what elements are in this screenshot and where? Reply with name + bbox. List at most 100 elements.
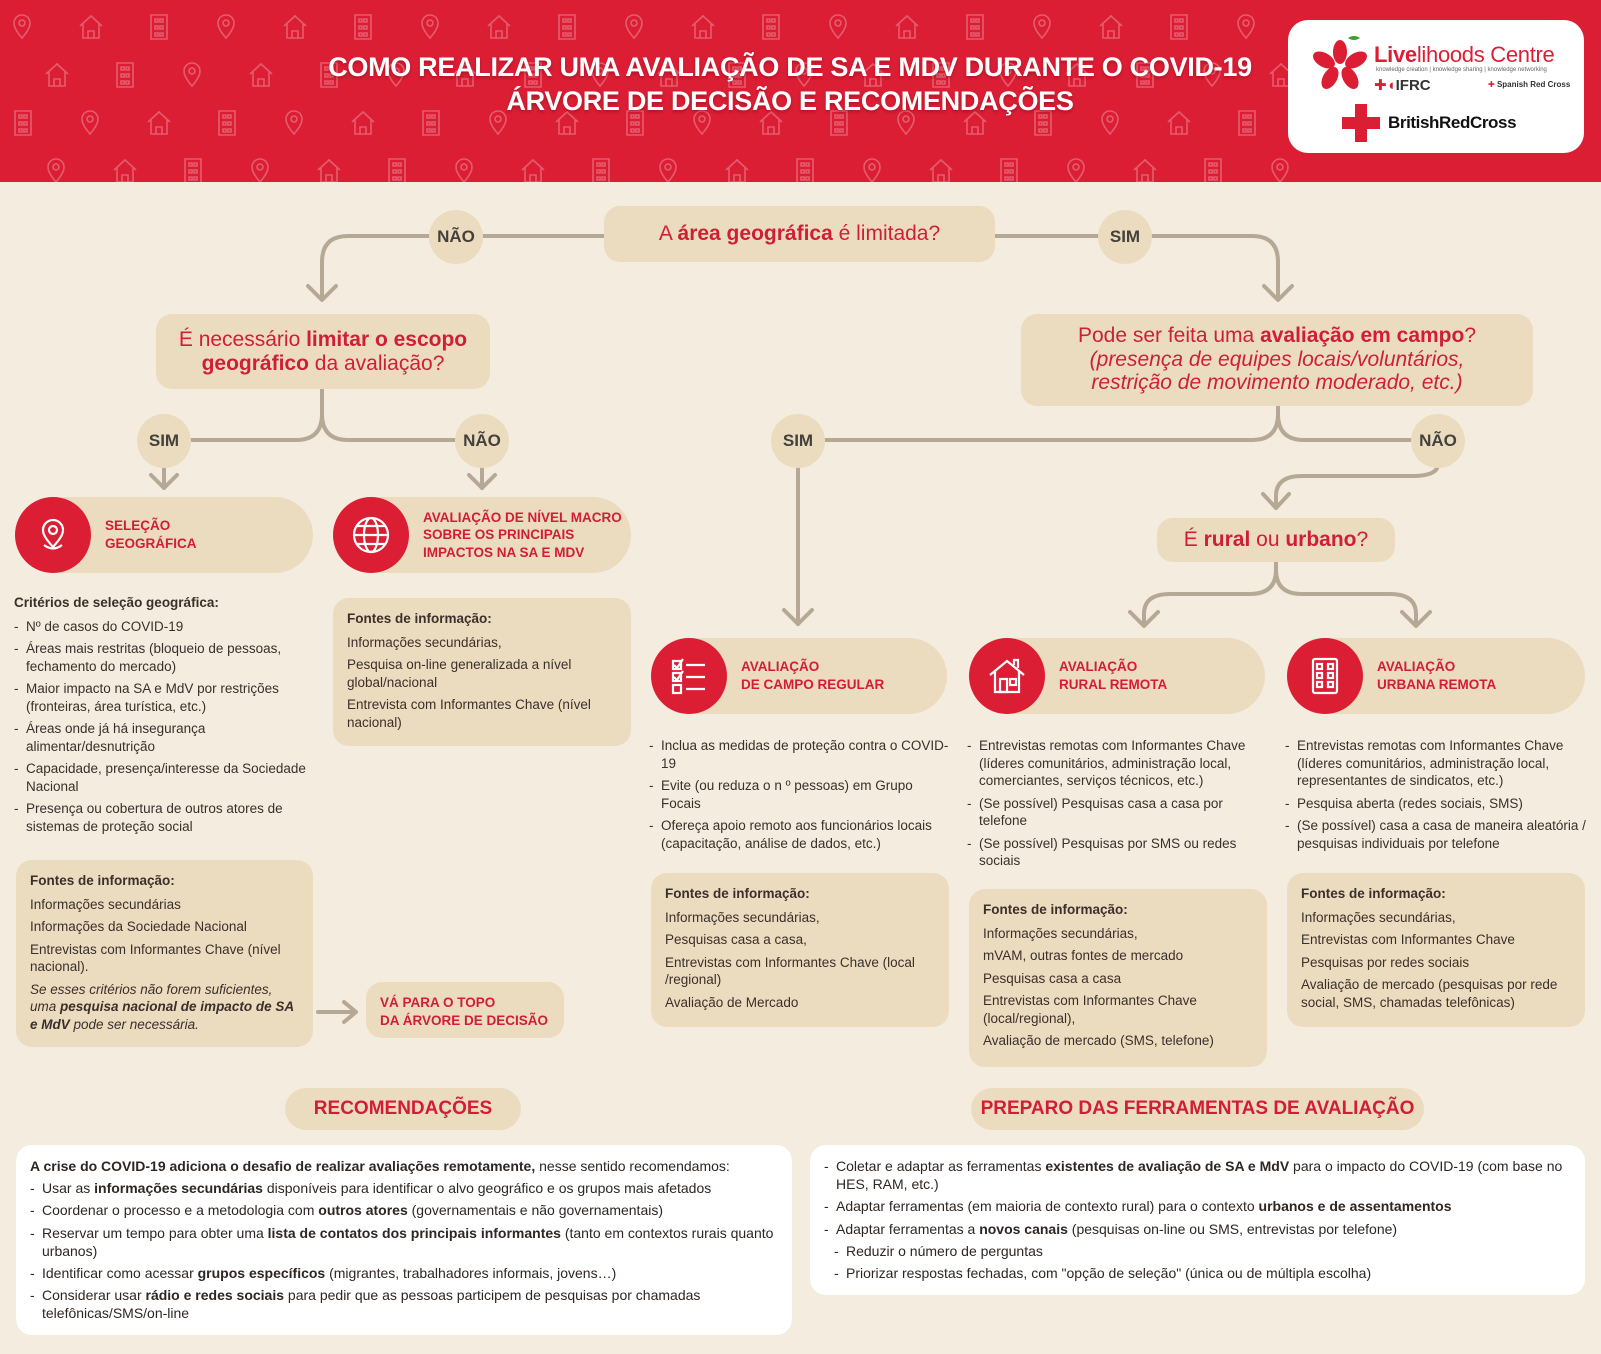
list-item: (Se possível) Pesquisas casa a casa por …: [967, 795, 1272, 830]
house-pattern-icon: [453, 62, 477, 87]
list-item: Identificar como acessar grupos específi…: [30, 1264, 778, 1282]
regular-items-list: Inclua as medidas de proteção contra o C…: [649, 737, 949, 857]
list-item: Entrevistas com Informantes Chave (local…: [665, 954, 915, 988]
main-title-line-2: ÁRVORE DE DECISÃO E RECOMENDAÇÕES: [506, 86, 1074, 116]
house-icon: [969, 638, 1045, 714]
building-pattern-icon: [354, 14, 372, 40]
list-item: Avaliação de mercado (SMS, telefone): [983, 1033, 1214, 1049]
spanish-red-cross-logo: ✚ Spanish Red Cross: [1488, 80, 1571, 89]
pin-pattern-icon: [1203, 62, 1221, 88]
question-area-limited: A área geográfica é limitada?: [604, 206, 995, 262]
pin-pattern-icon: [591, 62, 609, 88]
main-title-line-1: COMO REALIZAR UMA AVALIAÇÃO DE SA E MDV …: [328, 52, 1252, 82]
house-pattern-icon: [317, 158, 341, 182]
urban-sources-box: Fontes de informação: Informações secund…: [1287, 873, 1585, 1027]
connector-q3-split: [822, 402, 1414, 442]
list-item: Reservar um tempo para obter uma lista d…: [30, 1224, 778, 1260]
recommendations-box: A crise do COVID-19 adiciona o desafio d…: [16, 1145, 792, 1335]
list-item: Capacidade, presença/interesse da Socied…: [14, 760, 314, 795]
regular-sources-box: Fontes de informação: Informações secund…: [651, 873, 949, 1027]
list-item: Informações secundárias: [30, 896, 181, 912]
house-pattern-icon: [725, 158, 749, 182]
rural-sources-box: Fontes de informação: Informações secund…: [969, 889, 1267, 1067]
building-pattern-icon: [184, 158, 202, 182]
list-item: Pesquisas casa a casa,: [665, 932, 807, 948]
globe-icon: [333, 497, 409, 573]
list-item: Evite (ou reduza o n º pessoas) em Grupo…: [649, 777, 949, 812]
list-item: Pesquisa on-line generalizada a nível gl…: [347, 657, 572, 690]
pin-pattern-icon: [421, 14, 439, 40]
building-pattern-icon: [150, 14, 168, 40]
pin-pattern-icon: [863, 158, 881, 182]
badge-q2-yes: SIM: [137, 414, 191, 468]
house-pattern-icon: [1167, 110, 1191, 135]
urban-sources-title: Fontes de informação:: [1301, 886, 1446, 901]
building-pattern-icon: [422, 110, 440, 136]
list-item: Informações secundárias,: [1301, 909, 1456, 925]
connector-q3-no-down: [1274, 462, 1440, 510]
macro-label-3: IMPACTOS NA SA E MDV: [423, 544, 585, 560]
building-pattern-icon: [626, 110, 644, 136]
pin-pattern-icon: [489, 110, 507, 136]
house-pattern-icon: [283, 14, 307, 39]
house-pattern-icon: [963, 110, 987, 135]
urban-label-2: URBANA REMOTA: [1377, 677, 1497, 692]
list-item: Pesquisa aberta (redes sociais, SMS): [1285, 795, 1590, 813]
list-item: (Se possível) Pesquisas por SMS ou redes…: [967, 835, 1272, 870]
list-item: Entrevista com Informantes Chave (nível …: [347, 697, 591, 730]
list-item: Entrevistas remotas com Informantes Chav…: [967, 737, 1272, 790]
pin-pattern-icon: [455, 158, 473, 182]
building-pattern-icon: [1170, 14, 1188, 40]
building-pattern-icon: [1034, 110, 1052, 136]
tools-title: PREPARO DAS FERRAMENTAS DE AVALIAÇÃO: [971, 1088, 1424, 1130]
building-pattern-icon: [558, 14, 576, 40]
list-item: Informações secundárias,: [665, 909, 820, 925]
geo-sources-box: Fontes de informação: Informações secund…: [16, 860, 313, 1047]
livelihoods-centre-logo-icon: [1313, 36, 1367, 89]
pin-pattern-icon: [999, 62, 1017, 88]
badge-q3-yes: SIM: [771, 414, 825, 468]
tools-box: Coletar e adaptar as ferramentas existen…: [810, 1145, 1585, 1295]
building-pattern-icon: [762, 14, 780, 40]
rural-label-1: AVALIAÇÃO: [1059, 659, 1138, 675]
building-pattern-icon: [830, 110, 848, 136]
checklist-icon: [651, 638, 727, 714]
list-item: Avaliação de Mercado: [665, 994, 799, 1010]
house-pattern-icon: [45, 62, 69, 87]
list-item: Adaptar ferramentas a novos canais (pesq…: [824, 1220, 1571, 1238]
house-pattern-icon: [487, 14, 511, 39]
building-pattern-icon: [218, 110, 236, 136]
building-pattern-icon: [728, 62, 746, 88]
list-item: (Se possível) casa a casa de maneira ale…: [1285, 817, 1590, 852]
connector-q1-yes: [993, 234, 1280, 300]
macro-sources-title: Fontes de informação:: [347, 611, 492, 626]
list-item: Informações da Sociedade Nacional: [30, 919, 247, 935]
connector-q1-no: [320, 234, 606, 300]
list-item: Entrevistas remotas com Informantes Chav…: [1285, 737, 1590, 790]
building-pattern-icon: [1238, 110, 1256, 136]
macro-label-2: SOBRE OS PRINCIPAIS: [423, 527, 575, 543]
house-pattern-icon: [113, 158, 137, 182]
house-pattern-icon: [79, 14, 103, 39]
rural-sources-title: Fontes de informação:: [983, 902, 1128, 917]
building-pattern-icon: [796, 158, 814, 182]
pin-pattern-icon: [829, 14, 847, 40]
house-pattern-icon: [1099, 14, 1123, 39]
building-pattern-icon: [932, 62, 950, 88]
list-item: Informações secundárias,: [983, 925, 1138, 941]
list-item: Entrevistas com Informantes Chave (nível…: [30, 941, 281, 975]
house-pattern-icon: [555, 110, 579, 135]
building-pattern-icon: [320, 62, 338, 88]
list-item: Usar as informações secundárias disponív…: [30, 1179, 778, 1197]
list-item: Áreas onde já há insegurança alimentar/d…: [14, 720, 314, 755]
badge-q3-no: NÃO: [1411, 414, 1465, 468]
pin-pattern-icon: [1271, 158, 1289, 182]
list-item: Informações secundárias,: [347, 634, 502, 650]
pin-pattern-icon: [13, 14, 31, 40]
building-icon: [1287, 638, 1363, 714]
house-pattern-icon: [929, 158, 953, 182]
